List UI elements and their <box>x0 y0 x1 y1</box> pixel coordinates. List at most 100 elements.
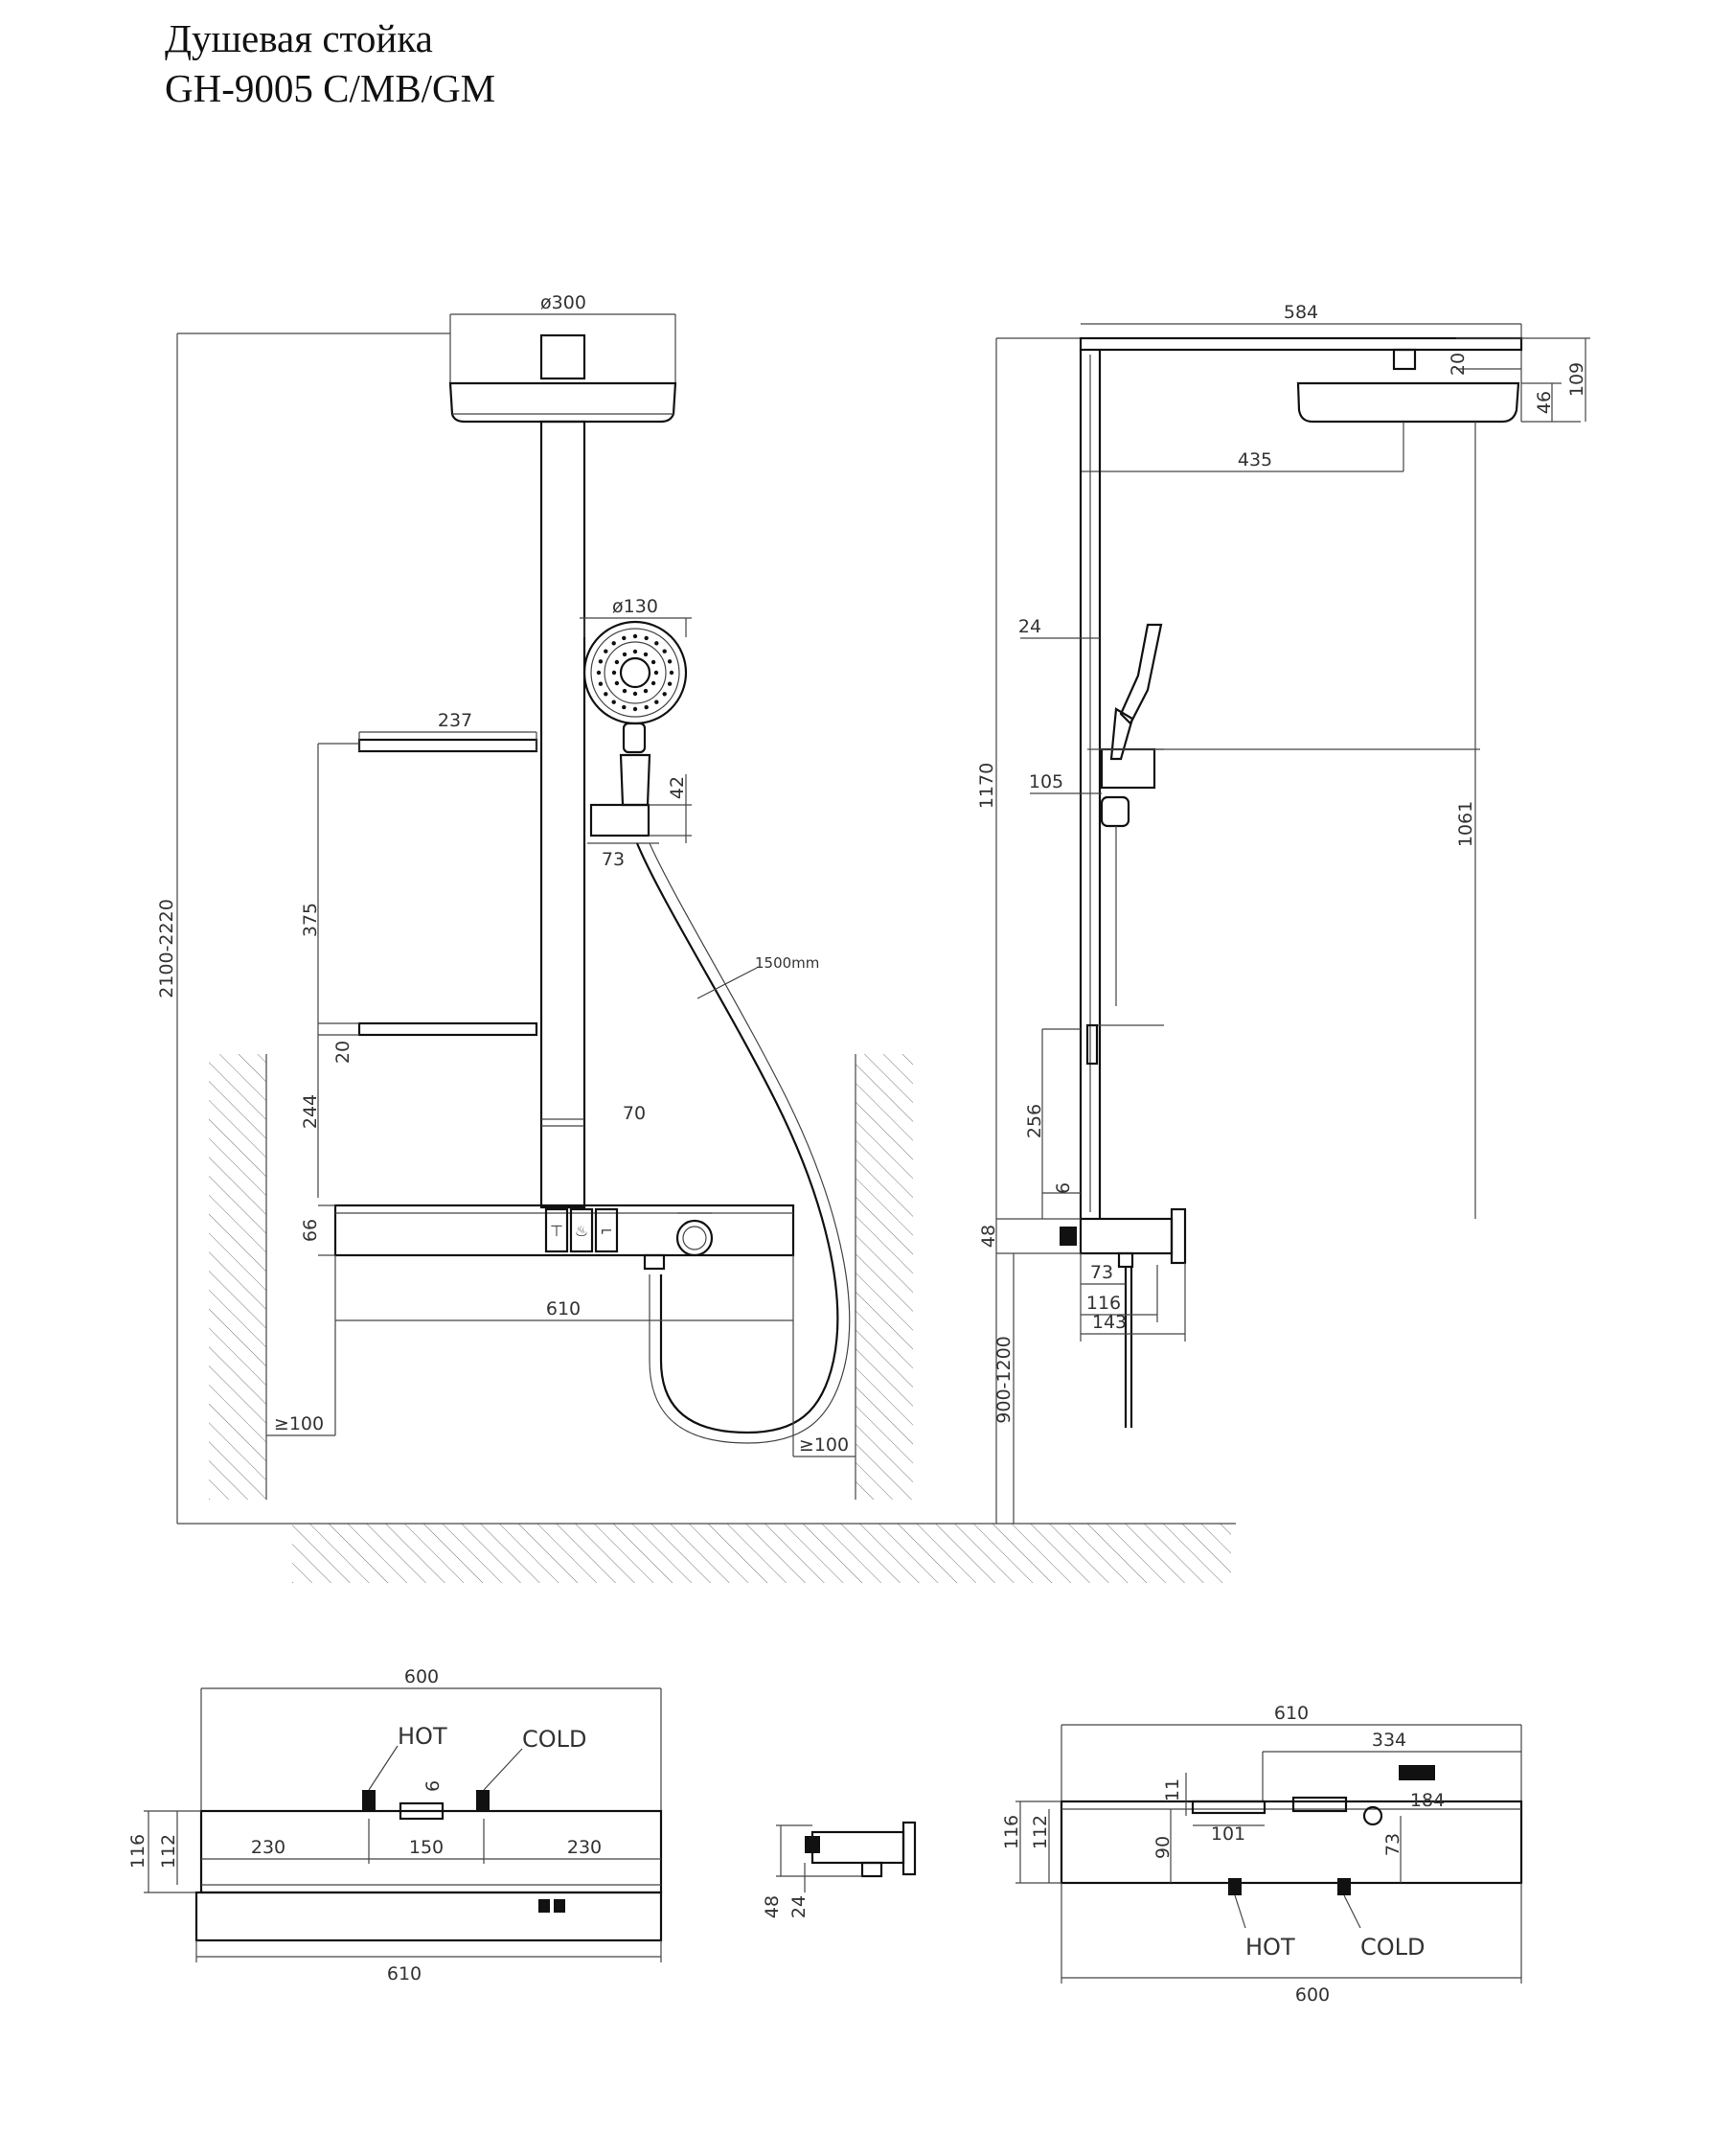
nozzle-dot <box>611 670 617 676</box>
spout-detail: 48 24 <box>762 1821 917 1918</box>
dim-install-height: 900-1200 <box>993 1336 1015 1423</box>
nozzle-dot <box>632 649 638 654</box>
dim-depth-outer: 116 <box>127 1834 148 1869</box>
dim-clearance-left: ≥100 <box>274 1413 324 1434</box>
dim-shelf-101: 101 <box>1211 1823 1245 1845</box>
nozzle-dot <box>643 688 649 694</box>
nozzle-dot <box>632 633 638 639</box>
dim-gap: 6 <box>1053 1182 1074 1194</box>
nozzle-dot <box>598 659 604 664</box>
nozzle-dot <box>662 692 667 697</box>
plan-view-left: 600 HOT COLD 6 230 150 230 116 112 610 <box>127 1666 663 1984</box>
side-view: 1170 584 20 46 109 435 24 105 <box>976 302 1590 1524</box>
dim-plan-top-width: 600 <box>404 1666 439 1687</box>
nozzle-dot <box>632 691 638 697</box>
plan-view-right: 610 334 11 101 184 116 112 90 73 HOT COL… <box>1001 1703 1523 2006</box>
floor <box>292 1524 1231 1583</box>
nozzle-dot <box>614 680 620 686</box>
dim-height-1170: 1170 <box>976 763 997 809</box>
svg-text:♨: ♨ <box>575 1222 588 1240</box>
nozzle-dot <box>669 670 674 676</box>
nozzle-dot <box>611 700 616 704</box>
dim-height-1061: 1061 <box>1455 801 1476 847</box>
nozzle-dot <box>614 659 620 665</box>
dim-clearance-right: ≥100 <box>799 1434 849 1456</box>
dim-mixer-height: 66 <box>300 1219 321 1242</box>
dim-small-gap: 6 <box>422 1780 444 1792</box>
dim-depth-inner: 112 <box>158 1834 179 1869</box>
dim-shelf-width: 237 <box>438 710 472 731</box>
dim-mixer-width: 610 <box>546 1298 581 1319</box>
nozzle-dot <box>643 652 649 657</box>
nozzle-dot <box>667 659 673 664</box>
dim-shelf-spacing: 375 <box>300 903 321 937</box>
nozzle-dot <box>622 635 627 641</box>
dim-right-top-width: 610 <box>1274 1703 1309 1724</box>
dim-right-bottom-width: 600 <box>1295 1984 1330 2006</box>
nozzle-dot <box>667 681 673 686</box>
dim-shelf-to-mixer: 244 <box>300 1094 321 1129</box>
dim-184: 184 <box>1410 1790 1445 1811</box>
dim-mixer-depth: 48 <box>978 1225 999 1248</box>
dim-shelf-thickness: 20 <box>332 1041 354 1064</box>
dim-90: 90 <box>1152 1836 1174 1859</box>
dim-hand-diameter: ø130 <box>612 596 658 617</box>
dim-rail-depth: 24 <box>1018 616 1041 637</box>
product-name: Душевая стойка <box>165 16 433 60</box>
dim-73: 73 <box>1382 1833 1403 1856</box>
dim-plan-bottom-width: 610 <box>387 1963 422 1984</box>
nozzle-dot <box>622 652 627 657</box>
dim-seg-mid: 150 <box>409 1837 444 1858</box>
nozzle-dot <box>596 670 602 676</box>
dim-right-depth-inner: 112 <box>1030 1815 1051 1849</box>
dim-head-offset: 435 <box>1238 449 1272 470</box>
dim-right-depth-outer: 116 <box>1001 1815 1022 1849</box>
nozzle-dot <box>654 641 659 646</box>
nozzle-dot <box>622 704 627 710</box>
nozzle-dot <box>604 692 608 697</box>
title-block: Душевая стойка GH-9005 C/MB/GM <box>165 13 495 113</box>
dim-shelf-depth: 105 <box>1029 771 1063 792</box>
dim-arm-length: 584 <box>1284 302 1318 323</box>
svg-text:⊤: ⊤ <box>550 1222 563 1240</box>
hose-length-label: 1500mm <box>755 954 819 972</box>
dim-shelf-11: 11 <box>1162 1778 1183 1801</box>
nozzle-dot <box>653 670 659 676</box>
nozzle-dot <box>662 649 667 654</box>
dim-head-diameter: ø300 <box>540 292 586 313</box>
nozzle-dot <box>644 635 649 641</box>
nozzle-dot <box>598 681 604 686</box>
model-number: GH-9005 C/MB/GM <box>165 66 496 110</box>
svg-text:⌐: ⌐ <box>600 1222 612 1240</box>
nozzle-dot <box>611 641 616 646</box>
nozzle-dot <box>622 688 627 694</box>
right-cold-label: COLD <box>1360 1934 1426 1961</box>
dim-head-top: 20 <box>1448 353 1469 376</box>
right-hot-label: HOT <box>1245 1934 1295 1961</box>
dim-head-total: 109 <box>1566 362 1587 397</box>
dim-seg-right: 230 <box>567 1837 602 1858</box>
nozzle-dot <box>604 649 608 654</box>
nozzle-dot <box>654 700 659 704</box>
front-view: 2100-2220 ø300 70 237 375 20 244 <box>156 292 1236 1583</box>
wall-left <box>209 1054 266 1500</box>
nozzle-dot <box>632 706 638 712</box>
dim-holder-width: 73 <box>602 849 625 870</box>
dim-height-24: 24 <box>788 1895 810 1918</box>
dim-height-48: 48 <box>762 1895 783 1918</box>
hot-label: HOT <box>398 1723 447 1750</box>
dim-head-thickness: 46 <box>1534 391 1555 414</box>
nozzle-dot <box>650 659 656 665</box>
nozzle-dot <box>650 680 656 686</box>
wall-right <box>856 1054 913 1500</box>
dim-total-height: 2100-2220 <box>156 899 177 998</box>
dim-seg-left: 230 <box>251 1837 285 1858</box>
nozzle-dot <box>644 704 649 710</box>
dim-holder-height: 42 <box>667 776 688 799</box>
dim-pipe-offset: 70 <box>623 1103 646 1124</box>
dim-spout-116: 116 <box>1086 1293 1121 1314</box>
dim-sub-width: 334 <box>1372 1730 1406 1751</box>
cold-label: COLD <box>522 1726 587 1753</box>
dim-spout-143: 143 <box>1092 1312 1127 1333</box>
